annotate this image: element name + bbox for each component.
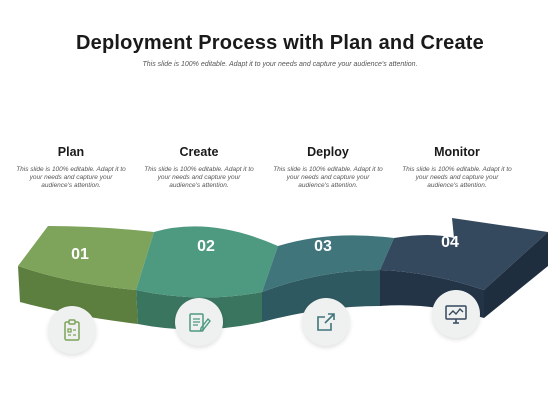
monitor-chart-icon <box>445 305 467 324</box>
step-description: This slide is 100% editable. Adapt it to… <box>273 166 383 189</box>
slide-subtitle: This slide is 100% editable. Adapt it to… <box>142 61 418 68</box>
monitor-icon-circle <box>432 290 480 338</box>
step-number: 04 <box>441 234 459 251</box>
external-link-icon <box>317 313 335 331</box>
clipboard-icon <box>64 319 80 341</box>
step-description: This slide is 100% editable. Adapt it to… <box>144 166 254 189</box>
segment-2-face <box>136 226 278 298</box>
segment-4-face <box>380 218 548 290</box>
step-monitor: Monitor This slide is 100% editable. Ada… <box>402 145 512 190</box>
segment-1-face <box>18 226 154 290</box>
create-icon-circle <box>175 298 223 346</box>
step-title: Create <box>179 145 219 159</box>
slide-title: Deployment Process with Plan and Create <box>76 32 484 54</box>
step-number: 01 <box>71 246 89 263</box>
edit-document-icon <box>189 313 211 332</box>
deploy-icon-circle <box>302 298 350 346</box>
step-description: This slide is 100% editable. Adapt it to… <box>402 166 512 189</box>
step-plan: Plan This slide is 100% editable. Adapt … <box>16 145 126 190</box>
segment-3-face <box>262 235 394 292</box>
step-title: Deploy <box>307 145 349 159</box>
step-number: 03 <box>314 238 332 255</box>
step-deploy: Deploy This slide is 100% editable. Adap… <box>273 145 383 190</box>
step-number: 02 <box>197 238 215 255</box>
arrowhead-side <box>484 232 548 318</box>
step-title: Plan <box>57 145 85 159</box>
segment-1-side <box>18 266 138 324</box>
step-description: This slide is 100% editable. Adapt it to… <box>16 166 126 189</box>
step-title: Monitor <box>434 145 480 159</box>
segment-3-side <box>262 270 380 322</box>
step-create: Create This slide is 100% editable. Adap… <box>144 145 254 190</box>
plan-icon-circle <box>48 306 96 354</box>
